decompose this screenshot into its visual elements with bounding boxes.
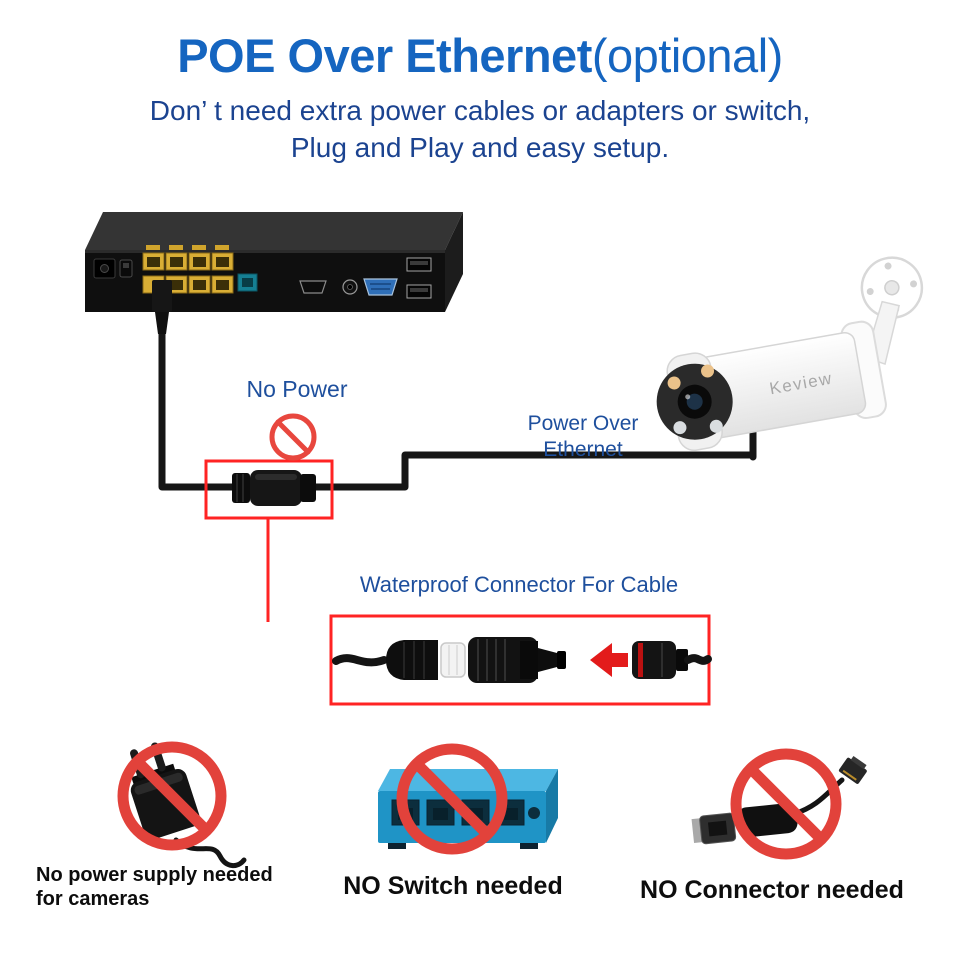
- poe-label-line-1: Power Over: [527, 412, 639, 435]
- audio-jack: [342, 279, 358, 295]
- nvr-power-switch: [119, 259, 133, 278]
- subtitle-line-1: Don’ t need extra power cables or adapte…: [149, 94, 811, 126]
- usb-ports: [406, 257, 432, 299]
- hdmi-port: [299, 280, 327, 294]
- no-switch-icon: [396, 743, 508, 855]
- caption-no-switch: NO Switch needed: [343, 872, 563, 900]
- subtitle: Don’ t need extra power cables or adapte…: [0, 92, 960, 168]
- waterproof-connector-illustration: [332, 637, 712, 683]
- nvr-device: [85, 212, 463, 334]
- caption-no-power-supply-line-2: for cameras: [36, 888, 150, 911]
- camera-bracket: [860, 256, 924, 366]
- nvr-port-labels: [146, 245, 229, 250]
- security-camera: Keview: [656, 256, 924, 451]
- camera-led: [701, 364, 715, 378]
- camera-lens: [677, 384, 712, 419]
- red-arrow-icon: [590, 643, 628, 677]
- no-connector-icon: [730, 748, 842, 860]
- camera-led: [673, 421, 687, 435]
- no-power-supply-icon: [117, 741, 227, 851]
- power-adapter-illustration: [130, 742, 247, 868]
- cable-connector-barrel: [232, 470, 316, 506]
- no-power-label: No Power: [246, 376, 348, 402]
- camera-led: [667, 376, 681, 390]
- waterproof-connector-label: Waterproof Connector For Cable: [359, 572, 679, 597]
- page-title: POE Over Ethernet(optional): [0, 30, 960, 82]
- caption-no-power-supply: No power supply needed for cameras: [36, 863, 306, 912]
- vga-port: [363, 278, 398, 296]
- caption-no-power-supply-line-1: No power supply needed: [36, 864, 273, 886]
- poe-label-line-2: Ethernet: [543, 437, 623, 461]
- header: POE Over Ethernet(optional) Don’ t need …: [0, 30, 960, 167]
- ethernet-cable: [158, 316, 757, 491]
- nvr-wan-port: [237, 273, 258, 292]
- ethernet-plug: [152, 280, 172, 334]
- no-power-icon: [269, 413, 317, 461]
- nvr-power-inlet: [93, 258, 116, 279]
- camera-led: [709, 419, 723, 433]
- power-over-ethernet-label: Power Over Ethernet: [483, 411, 683, 462]
- page-title-suffix: (optional): [591, 29, 783, 82]
- subtitle-line-2: Plug and Play and easy setup.: [290, 132, 670, 164]
- caption-no-connector: NO Connector needed: [640, 876, 904, 904]
- nvr-poe-ports: [142, 252, 234, 294]
- page-title-main: POE Over Ethernet: [177, 29, 592, 82]
